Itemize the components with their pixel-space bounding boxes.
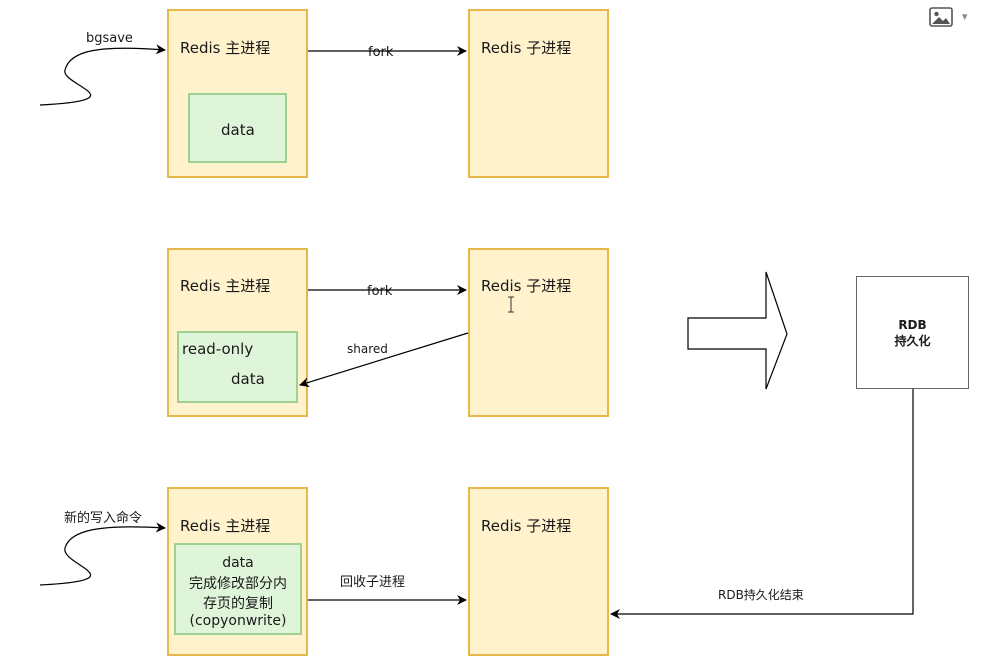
rdb-line-1: RDB [898, 317, 927, 332]
rdb-line-2: 持久化 [894, 333, 931, 348]
row3-data-line-1: data [222, 555, 254, 571]
row1-fork-label: fork [367, 45, 395, 60]
row2-shared-label: shared [347, 342, 388, 356]
row1-child-process-box [468, 9, 609, 178]
row3-data-line-4: (copyonwrite) [189, 613, 287, 629]
row2-child-process-title: Redis 子进程 [481, 277, 572, 295]
rdb-end-label: RDB持久化结束 [718, 588, 804, 602]
row1-child-process-title: Redis 子进程 [481, 39, 572, 57]
row1-trigger-curve [39, 44, 166, 106]
row1-data-label: data [221, 121, 255, 139]
row2-readonly-label: read-only [182, 340, 254, 358]
big-right-arrow [687, 271, 788, 390]
row2-data-box [177, 331, 298, 403]
row3-child-process-box [468, 487, 609, 656]
row3-trigger-label: 新的写入命令 [64, 511, 143, 526]
row3-data-line-2: 完成修改部分内 [189, 576, 287, 592]
image-icon[interactable] [929, 7, 953, 27]
row2-data-label: data [231, 370, 265, 388]
row3-child-process-title: Redis 子进程 [481, 517, 572, 535]
row2-main-process-title: Redis 主进程 [180, 277, 271, 295]
row2-child-process-box [468, 248, 609, 417]
row3-main-process-title: Redis 主进程 [180, 517, 271, 535]
row1-data-box [188, 93, 287, 163]
row3-trigger-curve [39, 522, 166, 586]
row1-trigger-label: bgsave [86, 31, 133, 46]
row3-reclaim-label: 回收子进程 [340, 575, 406, 590]
chevron-down-icon[interactable]: ▾ [962, 10, 968, 23]
row2-shared-arrow [299, 332, 469, 388]
row1-main-process-title: Redis 主进程 [180, 39, 271, 57]
text-cursor-icon [508, 296, 514, 313]
row3-data-line-3: 存页的复制 [203, 596, 273, 612]
rdb-persistence-box: RDB 持久化 [856, 276, 969, 389]
row2-fork-label: fork [366, 284, 394, 299]
row3-data-box [174, 543, 302, 635]
rdb-end-arrow [610, 389, 914, 619]
